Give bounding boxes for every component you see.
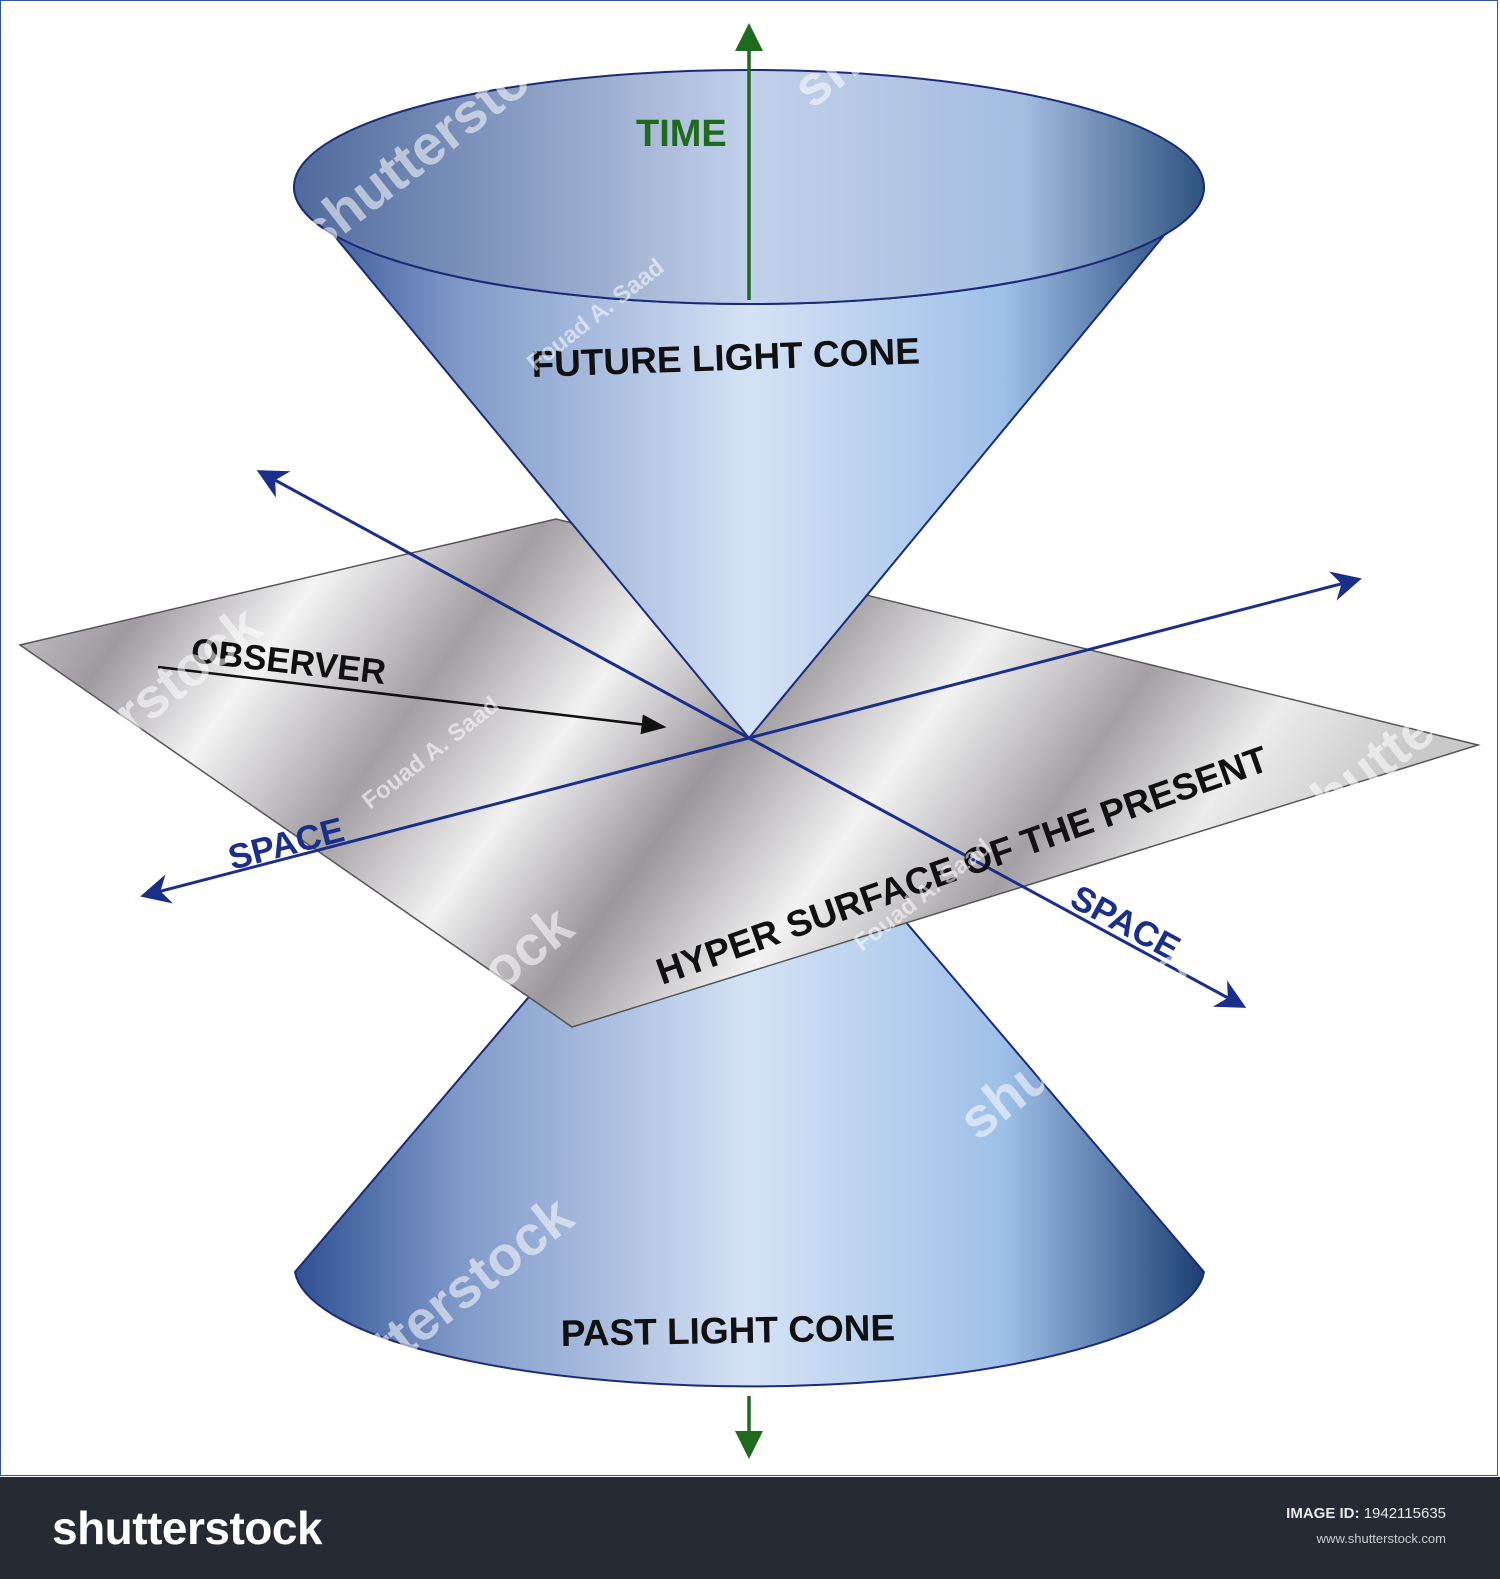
space-axis-front-left	[140, 736, 750, 904]
space-axis-back-right	[748, 571, 1362, 740]
past-light-cone	[293, 736, 1206, 1388]
space-axis-front-right	[748, 736, 1247, 1008]
hyper-surface-plane	[18, 518, 1481, 1028]
past-cone-label: PAST LIGHT CONE	[560, 1307, 895, 1354]
time-label: TIME	[636, 113, 727, 155]
watermark-logo: shutterstock	[1275, 7, 1500, 264]
image-id-value: 1942115635	[1363, 1505, 1446, 1522]
light-cone-diagram: TIME FUTURE LIGHT CONE OBSERVER SPACE SP…	[18, 7, 1500, 1459]
space-axis-back-left	[256, 470, 750, 740]
image-id: IMAGE ID: 1942115635	[1286, 1505, 1446, 1522]
image-id-label: IMAGE ID:	[1286, 1505, 1360, 1522]
footer-logo: shutterstock	[52, 1502, 323, 1554]
stock-footer-bar: shutterstock IMAGE ID: 1942115635 www.sh…	[0, 1477, 1500, 1579]
footer-url: www.shutterstock.com	[1316, 1531, 1446, 1546]
observer-pointer	[157, 665, 667, 735]
